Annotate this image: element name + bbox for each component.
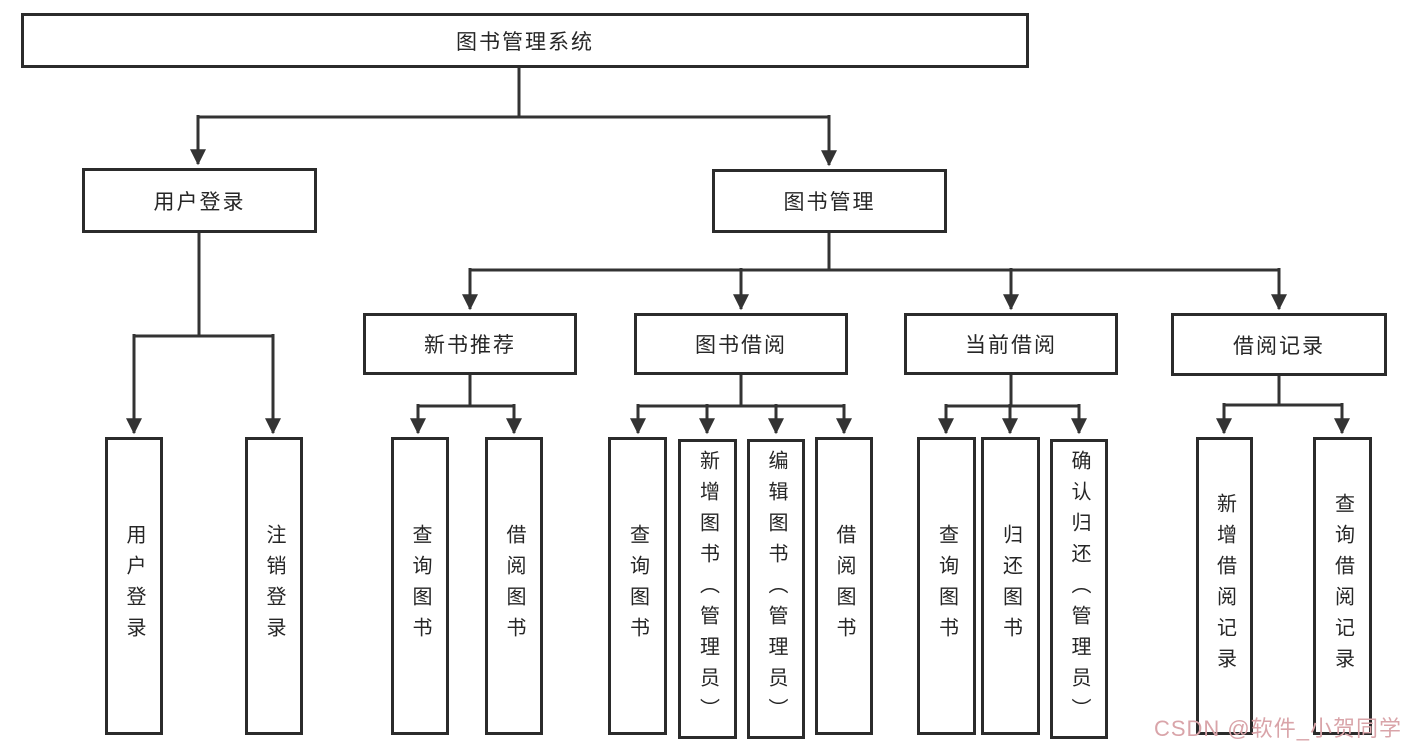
leaf-user-login-label: 用户登录 — [123, 524, 145, 648]
node-current-borrow: 当前借阅 — [904, 313, 1118, 375]
node-book-borrow-label: 图书借阅 — [695, 334, 787, 357]
leaf-query-books-recommend: 查询图书 — [391, 437, 449, 735]
leaf-query-books-current: 查询图书 — [917, 437, 976, 735]
node-new-book-recommend: 新书推荐 — [363, 313, 577, 375]
leaf-add-borrow-record-label: 新增借阅记录 — [1213, 493, 1236, 679]
leaf-return-book: 归还图书 — [981, 437, 1040, 735]
leaf-add-book-admin: 新增图书（管理员） — [678, 439, 737, 739]
node-book-borrow: 图书借阅 — [634, 313, 848, 375]
leaf-logout: 注销登录 — [245, 437, 303, 735]
leaf-confirm-return-admin-label: 确认归还（管理员） — [1068, 449, 1090, 729]
node-book-management-label: 图书管理 — [783, 191, 876, 214]
leaf-edit-book-admin-label: 编辑图书（管理员） — [765, 449, 787, 729]
root-node-label: 图书管理系统 — [456, 30, 594, 54]
leaf-query-books-borrow: 查询图书 — [608, 437, 667, 735]
leaf-borrow-books-recommend-label: 借阅图书 — [503, 524, 525, 648]
leaf-add-book-admin-label: 新增图书（管理员） — [696, 449, 719, 729]
node-book-management: 图书管理 — [712, 169, 947, 233]
leaf-query-books-recommend-label: 查询图书 — [409, 524, 431, 648]
leaf-edit-book-admin: 编辑图书（管理员） — [747, 439, 805, 739]
leaf-query-borrow-record-label: 查询借阅记录 — [1331, 493, 1354, 679]
leaf-borrow-books: 借阅图书 — [815, 437, 873, 735]
node-borrow-records: 借阅记录 — [1171, 313, 1387, 376]
leaf-confirm-return-admin: 确认归还（管理员） — [1050, 439, 1108, 739]
node-user-login: 用户登录 — [82, 168, 317, 233]
leaf-query-books-borrow-label: 查询图书 — [626, 524, 649, 648]
node-new-book-recommend-label: 新书推荐 — [424, 334, 516, 357]
leaf-return-book-label: 归还图书 — [999, 524, 1022, 648]
leaf-borrow-books-label: 借阅图书 — [833, 524, 855, 648]
leaf-user-login: 用户登录 — [105, 437, 163, 735]
leaf-logout-label: 注销登录 — [263, 524, 285, 648]
node-borrow-records-label: 借阅记录 — [1233, 334, 1325, 358]
leaf-add-borrow-record: 新增借阅记录 — [1196, 437, 1253, 735]
leaf-borrow-books-recommend: 借阅图书 — [485, 437, 543, 735]
leaf-query-borrow-record: 查询借阅记录 — [1313, 437, 1372, 735]
leaf-query-books-current-label: 查询图书 — [935, 524, 958, 648]
root-node: 图书管理系统 — [21, 13, 1029, 68]
node-user-login-label: 用户登录 — [153, 190, 246, 214]
node-current-borrow-label: 当前借阅 — [965, 334, 1057, 357]
csdn-watermark: CSDN @软件_小贺同学 — [1153, 716, 1402, 741]
